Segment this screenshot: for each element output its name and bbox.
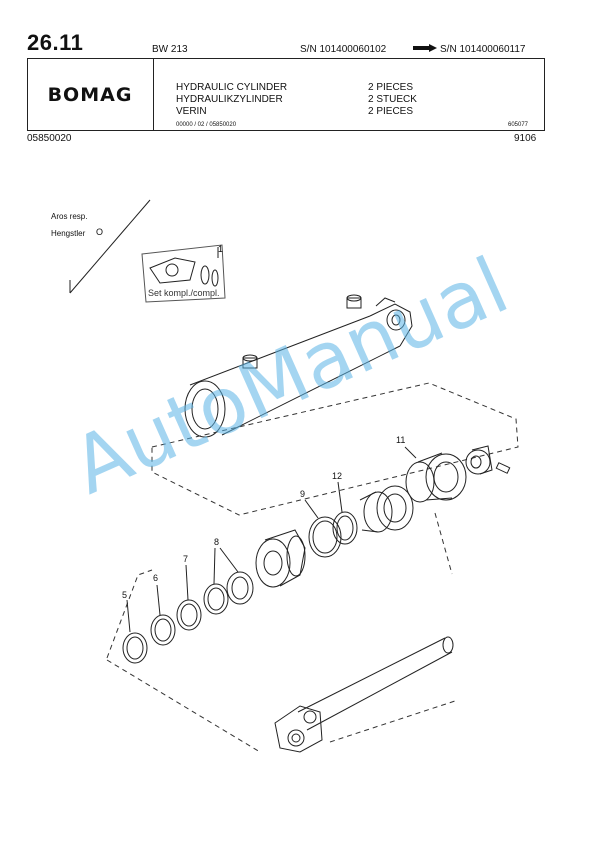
date-code: 9106 xyxy=(514,133,537,144)
callout-8: 8 xyxy=(214,537,220,547)
seal-kit-sketch xyxy=(141,244,226,303)
serial-to: S/N 101400060117 xyxy=(440,44,526,55)
leader-line xyxy=(69,199,151,294)
part-qty-fr: 2 PIECES xyxy=(368,106,414,117)
piston xyxy=(255,529,306,588)
callout-5: 5 xyxy=(122,590,128,600)
part-name-fr: VERIN xyxy=(176,106,207,117)
aros-label: Aros resp. xyxy=(51,212,88,221)
ring-6 xyxy=(150,614,176,646)
header-box xyxy=(27,58,545,131)
callout-11: 11 xyxy=(396,435,406,445)
ring-5 xyxy=(122,632,148,664)
serial-from: S/N 101400060102 xyxy=(300,44,387,55)
part-name-en: HYDRAULIC CYLINDER xyxy=(176,82,288,93)
callout-9: 9 xyxy=(300,489,306,499)
part-qty-de: 2 STUECK xyxy=(368,94,417,105)
logo-cell: BOMAG xyxy=(27,58,154,131)
callout-1: 1 xyxy=(218,244,224,254)
hengstler-label: Hengstler xyxy=(51,229,86,238)
callout-6: 6 xyxy=(153,573,159,583)
reference-right: 605077 xyxy=(508,122,529,128)
document-code: 05850020 xyxy=(27,133,72,144)
guide-bushing xyxy=(405,452,467,503)
cylinder-barrel xyxy=(184,294,413,438)
page-number: 26.11 xyxy=(27,30,84,55)
callout-7: 7 xyxy=(183,554,189,564)
ring-7 xyxy=(176,599,202,631)
bomag-logo: BOMAG xyxy=(47,83,133,106)
ring-8a xyxy=(226,571,254,605)
piston-seals xyxy=(359,485,414,533)
part-name-de: HYDRAULIKZYLINDER xyxy=(176,94,283,105)
hengstler-mark: O xyxy=(96,227,104,237)
ring-9 xyxy=(308,516,342,558)
part-qty-en: 2 PIECES xyxy=(368,82,414,93)
ring-8b xyxy=(203,583,229,615)
ring-12 xyxy=(332,511,358,545)
piston-rod xyxy=(274,636,454,753)
set-label: Set kompl./compl. xyxy=(148,288,220,298)
nut xyxy=(465,445,511,475)
arrow-right-icon xyxy=(413,44,437,52)
model-label: BW 213 xyxy=(152,44,188,55)
callout-12: 12 xyxy=(332,471,343,481)
reference-left: 00000 / 02 / 05850020 xyxy=(176,122,237,128)
